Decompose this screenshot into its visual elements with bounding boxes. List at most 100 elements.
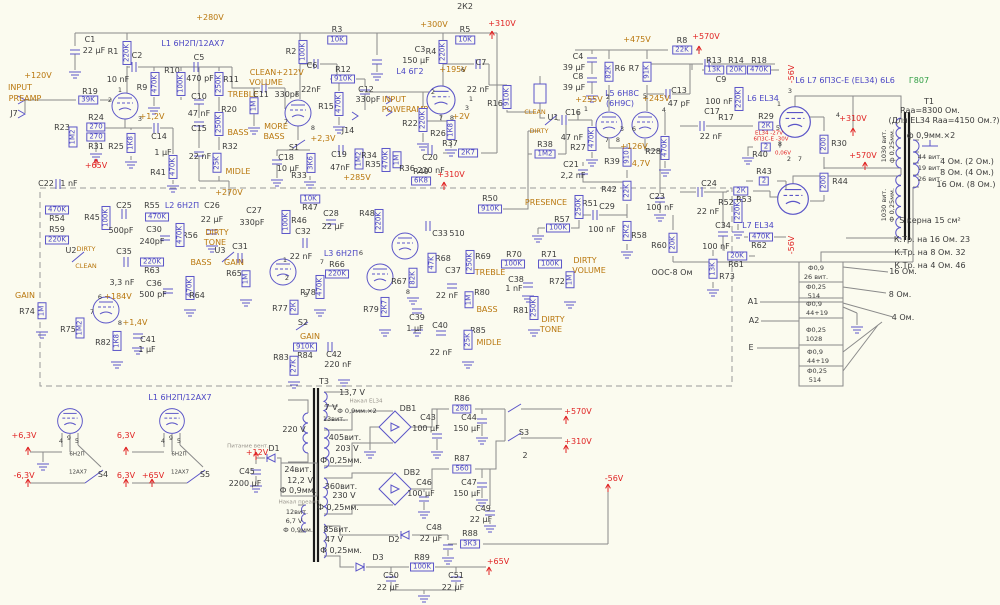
voltage-label: -6,3V	[13, 471, 35, 480]
component-value-box: 910K	[331, 74, 355, 84]
component-ref-label: R87	[454, 454, 470, 463]
component-ref-label: 22 nF	[429, 348, 453, 357]
component-value-box: 100K	[538, 259, 562, 269]
tube-label: L1 6Н2П/12AX7	[148, 393, 212, 402]
control-label: BASS	[263, 132, 285, 141]
component-value-box: 200	[819, 172, 829, 192]
component-ref-label: 8 Ом. (4 Ом.)	[940, 168, 994, 177]
control-label: +1,2V	[139, 112, 165, 121]
component-ref-label: R55	[144, 201, 160, 210]
component-ref-label: R89	[414, 553, 430, 562]
voltage-label: +12V	[245, 448, 269, 457]
component-ref-label: 2	[284, 273, 290, 282]
component-ref-label: 3,3 nF	[109, 278, 135, 287]
voltage-label: +310V	[564, 437, 592, 446]
control-label: MORE	[264, 122, 288, 131]
component-value-box: 220K	[438, 40, 448, 64]
component-ref-label: R24	[88, 113, 104, 122]
component-value-box: 10K	[455, 35, 475, 45]
component-ref-label: R34	[361, 151, 377, 160]
component-ref-label: Ф 0,25мм.	[887, 187, 896, 223]
voltage-label: 6П3С-Е -30V	[753, 136, 789, 143]
component-ref-label: R18	[751, 56, 767, 65]
component-ref-label: R75	[60, 325, 76, 334]
component-ref-label: Ф0,9	[808, 263, 824, 272]
component-ref-label: 3	[787, 86, 793, 95]
component-ref-label: 220 nF	[417, 166, 445, 175]
component-ref-label: C19	[331, 150, 347, 159]
component-ref-label: 5	[74, 436, 80, 445]
component-ref-label: 405вит.	[328, 433, 362, 442]
component-ref-label: 100 nF	[705, 97, 733, 106]
component-ref-label: C36	[146, 279, 162, 288]
component-ref-label: Ф0,25	[806, 366, 828, 375]
component-ref-label: C12	[358, 85, 374, 94]
component-ref-label: 2	[430, 87, 436, 96]
component-value-box: 82K	[604, 62, 614, 82]
component-value-box: 100K	[546, 223, 570, 233]
component-ref-label: 47 pF	[667, 99, 691, 108]
component-value-box: 250K	[574, 195, 584, 219]
component-ref-label: C42	[326, 350, 342, 359]
component-ref-label: R86	[454, 394, 470, 403]
component-ref-label: Ф 0,9мм.	[279, 486, 317, 495]
component-ref-label: U3	[214, 246, 226, 255]
component-value-box: 2К	[733, 186, 749, 196]
component-ref-label: R73	[719, 272, 735, 281]
voltage-label: 0,06V	[774, 150, 792, 157]
component-value-box: 100K	[501, 259, 525, 269]
t3-primary-winding	[302, 412, 309, 454]
control-label: +280V	[196, 13, 224, 22]
component-ref-label: 7	[89, 307, 95, 316]
component-ref-label: R49	[413, 167, 429, 176]
component-ref-label: Ф0,9	[806, 299, 822, 308]
component-ref-label: J7	[10, 109, 18, 118]
control-label: +184V	[104, 292, 132, 301]
component-ref-label: R66	[329, 260, 345, 269]
voltage-label: +570V	[692, 32, 720, 41]
component-ref-label: Ф 0,25мм.	[320, 546, 362, 555]
component-value-box: 470K	[747, 65, 771, 75]
component-ref-label: Ф 0,25мм.	[320, 456, 362, 465]
component-ref-label: R28	[645, 147, 661, 156]
component-value-box: 470K	[334, 92, 344, 116]
component-ref-label: 4 Ом.	[891, 313, 915, 322]
component-ref-label: (Для EL34 Raa=4150 Ом.?)	[888, 116, 1000, 125]
component-ref-label: 22 nF	[466, 85, 490, 94]
component-value-box: 82K	[408, 268, 418, 288]
control-label: +475V	[623, 35, 651, 44]
relay-and-jacks	[17, 83, 547, 121]
component-ref-label: R40	[752, 150, 768, 159]
component-value-box: 1М2	[75, 317, 85, 339]
component-value-box: 20K	[726, 65, 746, 75]
component-value-box: 1М	[464, 291, 474, 309]
component-value-box: 560	[452, 464, 472, 474]
voltage-label: +310V	[488, 19, 516, 28]
control-label: +285V	[343, 173, 371, 182]
component-ref-label: 1	[282, 255, 288, 264]
tube-label: L6 L7 6П3С-Е (EL34) 6L6	[795, 76, 895, 85]
component-ref-label: 24вит.	[284, 465, 312, 474]
component-ref-label: Т3	[319, 377, 329, 386]
component-ref-label: 4	[661, 105, 667, 114]
component-ref-label: 1030 вит.	[879, 188, 888, 222]
component-ref-label: 26 вит.	[803, 272, 829, 281]
control-label: INPUT	[382, 95, 406, 104]
control-label: PRESENCE	[524, 198, 568, 207]
component-ref-label: C7	[475, 58, 487, 67]
component-value-box: 470K	[145, 212, 169, 222]
component-value-box: 220K	[45, 235, 69, 245]
component-ref-label: 150 µF	[402, 56, 430, 65]
control-label: PREAMP	[8, 94, 42, 103]
component-value-box: 1К8	[446, 120, 456, 140]
component-ref-label: C45	[239, 467, 255, 476]
component-ref-label: R53	[736, 195, 752, 204]
component-value-box: 20K	[668, 233, 678, 253]
component-ref-label: 12вит.	[285, 507, 309, 516]
component-ref-label: R10	[164, 66, 180, 75]
component-ref-label: R25	[108, 142, 124, 151]
component-ref-label: C48	[426, 523, 442, 532]
component-value-box: 39K	[78, 95, 98, 105]
component-ref-label: 22 µF	[419, 534, 443, 543]
component-value-box: 270	[86, 122, 106, 132]
